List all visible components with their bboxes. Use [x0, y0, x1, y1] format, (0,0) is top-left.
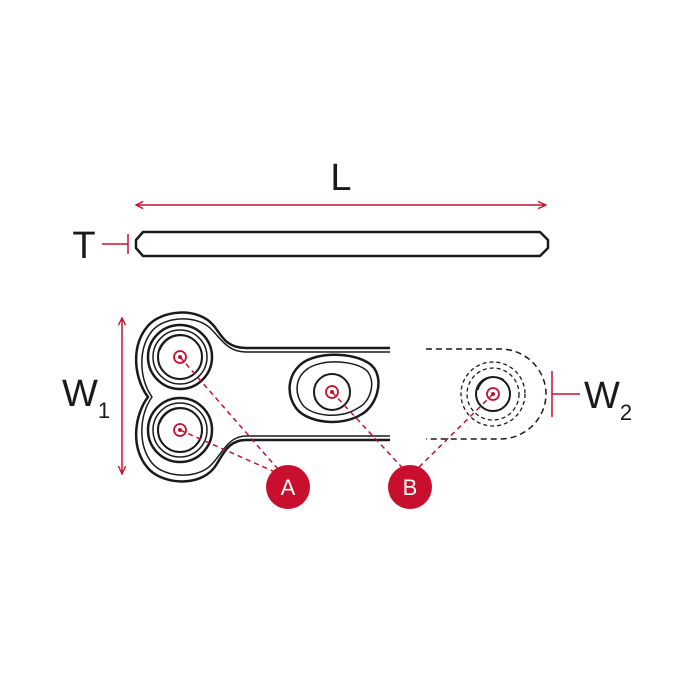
plate-top-outline [134, 311, 390, 483]
screw-hole-b-slot [288, 353, 380, 424]
callout-a-leaders [179, 356, 285, 477]
width2-label: W2 [584, 375, 632, 425]
callout-a-badge: A [266, 465, 310, 509]
width2-label-subscript: 2 [620, 400, 632, 425]
plate-narrow-end-dashed [426, 348, 547, 440]
top-view: W1 W2 A B [62, 311, 632, 509]
width1-label: W1 [62, 373, 110, 423]
thickness-dimension-marker [102, 234, 129, 254]
callout-a-label: A [281, 475, 296, 500]
length-label: L [330, 157, 351, 199]
width2-dimension-marker [551, 371, 580, 417]
callout-b-label: B [403, 475, 418, 500]
callout-b-leaders [331, 391, 494, 477]
side-view: L T [72, 157, 550, 267]
width1-label-main: W [62, 373, 98, 415]
screw-hole-a1 [146, 323, 214, 391]
width2-label-main: W [584, 375, 620, 417]
thickness-label: T [72, 225, 95, 267]
callout-b-badge: B [388, 465, 432, 509]
plate-side-profile [134, 230, 550, 258]
width1-label-subscript: 1 [98, 398, 110, 423]
plate-top-outline-inner [141, 318, 390, 476]
screw-hole-a2 [146, 396, 214, 464]
